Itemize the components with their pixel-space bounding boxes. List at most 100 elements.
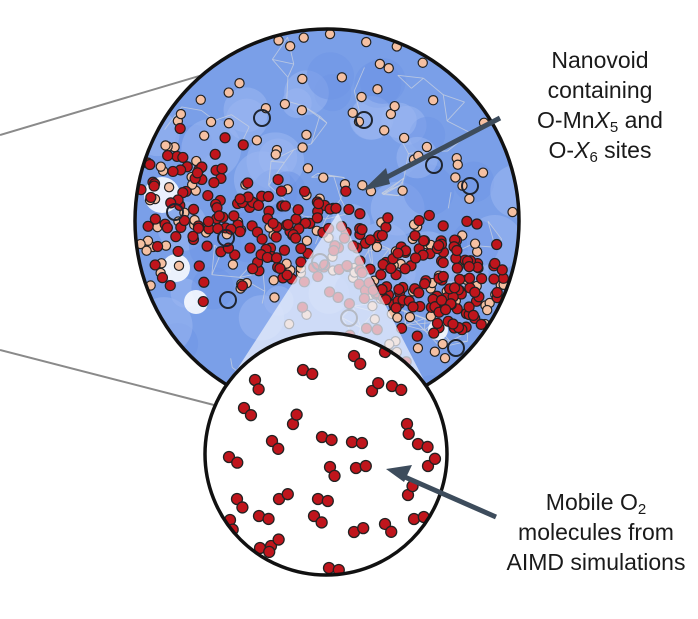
oxygen-atom (315, 516, 328, 529)
o2-molecule (253, 541, 276, 559)
oxygen-atom (488, 273, 500, 285)
oxygen-atom (261, 251, 273, 264)
oxygen-atom (272, 442, 285, 455)
oxygen-atom (262, 190, 274, 203)
bond (381, 184, 401, 194)
oxygen-atom (170, 231, 182, 243)
oxygen-atom (400, 417, 414, 431)
oxygen-atom (279, 200, 291, 212)
oxygen-atom (395, 383, 408, 397)
peach-site (296, 105, 308, 116)
oxygen-atom (375, 269, 387, 281)
density-blob (225, 98, 268, 141)
bond (272, 58, 294, 65)
oxygen-atom (359, 459, 372, 473)
peach-site (452, 159, 463, 170)
oxygen-atom (247, 263, 259, 275)
oxygen-atom (378, 517, 392, 531)
o2-molecule (323, 460, 341, 483)
oxygen-atom (278, 244, 291, 256)
oxygen-atom (355, 436, 369, 450)
peach-site (356, 91, 367, 103)
o2-molecule (411, 437, 434, 454)
peach-site (227, 259, 239, 270)
zoom-line-lower (0, 349, 215, 406)
bond (404, 310, 426, 319)
oxygen-atom (328, 469, 341, 483)
bond (424, 318, 426, 331)
oxygen-atom (172, 245, 184, 258)
oxygen-atom (161, 222, 173, 234)
bond (231, 114, 250, 128)
oxygen-atom (393, 283, 405, 296)
oxygen-atom (208, 177, 220, 189)
oxygen-atom (471, 218, 483, 230)
bond (272, 37, 288, 60)
oxygen-atom (198, 276, 210, 288)
oxygen-atom (149, 259, 161, 271)
oxygen-atom (151, 240, 164, 253)
o2-molecule (349, 459, 372, 475)
sites-suffix: sites (597, 137, 652, 163)
peach-site (379, 125, 390, 136)
oxygen-atom (376, 229, 388, 242)
oxygen-atom (272, 174, 284, 186)
oxygen-atom (219, 132, 231, 144)
oxygen-atom (290, 232, 302, 244)
oxygen-atom (149, 213, 161, 225)
oxygen-atom (409, 230, 421, 242)
peach-site (372, 84, 383, 95)
mobile-label-line3: AIMD simulations (506, 549, 686, 575)
oxygen-atom (322, 561, 336, 575)
bond (442, 94, 448, 122)
oxygen-atom (437, 220, 449, 232)
bond (311, 172, 319, 178)
oxygen-atom (244, 242, 256, 254)
peach-site (383, 63, 394, 74)
oxygen-atom (413, 287, 425, 299)
bond (302, 105, 328, 124)
oxygen-atom (237, 139, 249, 151)
o2-molecule (296, 363, 319, 381)
oxygen-atom (451, 262, 463, 274)
bond (181, 106, 202, 111)
oxygen-atom (222, 450, 236, 464)
peach-site (389, 100, 400, 112)
peach-site (297, 142, 308, 153)
oxygen-atom (295, 242, 307, 255)
oxygen-atom (231, 456, 244, 469)
oxygen-atom (252, 383, 265, 396)
oxygen-atom (201, 240, 213, 252)
oxygen-atom (409, 252, 422, 264)
peach-site (284, 40, 296, 52)
peach-site (302, 163, 314, 174)
oxygen-atom (142, 220, 154, 232)
o2-molecule (286, 408, 303, 431)
bond (404, 318, 426, 326)
peach-site (279, 98, 291, 110)
bond (261, 291, 266, 304)
oxygen-atom (435, 294, 448, 306)
peach-site (357, 179, 368, 191)
oxygen-atom (178, 214, 191, 227)
oxygen-atom (437, 270, 449, 283)
oxygen-atom (491, 286, 503, 299)
oxygen-atom (475, 318, 487, 330)
oxygen-atom (418, 235, 430, 247)
bond (333, 176, 342, 200)
peach-site (234, 77, 245, 89)
oxygen-atom (407, 301, 419, 313)
peach-site (361, 36, 372, 48)
o2-molecule (345, 435, 369, 450)
oxygen-atom (354, 357, 367, 370)
mobile-o-text: Mobile O (545, 489, 638, 515)
peach-site (397, 185, 408, 196)
oxygen-atom (306, 367, 319, 381)
bond (287, 63, 295, 78)
oxygen-atom (234, 226, 246, 238)
nanovoid-label-line3: O-MnX5 and (500, 105, 698, 135)
subscript-6: 6 (589, 149, 598, 166)
oxygen-atom (431, 317, 444, 329)
mobile-o2-label: Mobile O2 molecules from AIMD simulation… (496, 487, 696, 577)
open-site-ring (253, 109, 271, 127)
